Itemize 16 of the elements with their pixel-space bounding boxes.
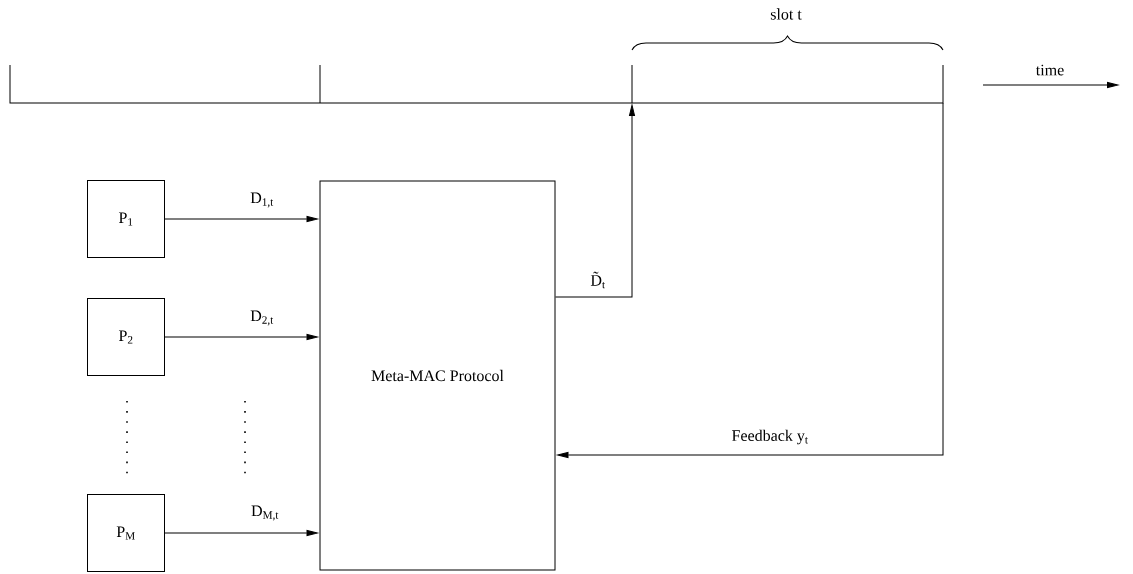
arrow <box>164 216 318 222</box>
edge-label: D$_{2,t}$ <box>249 309 275 327</box>
arrow <box>557 102 944 458</box>
edge-label: Feedback y$_{t}$ <box>730 428 810 446</box>
axis-label: time <box>1035 64 1064 76</box>
arrow <box>164 530 318 536</box>
arrow <box>164 334 318 340</box>
process-box: P$_{2}$ <box>87 298 165 376</box>
edge-label: D$_{1,t}$ <box>249 191 275 209</box>
arrow <box>555 104 635 298</box>
process-box: Meta-MAC Protocol <box>319 180 556 571</box>
edge-label: D̃$_{t}$ <box>589 270 607 290</box>
process-box: P$_{M}$ <box>87 494 165 572</box>
process-box: P$_{1}$ <box>87 180 165 258</box>
edge-label: D$_{M,t}$ <box>250 504 280 522</box>
axis-label: slot t <box>770 8 802 20</box>
